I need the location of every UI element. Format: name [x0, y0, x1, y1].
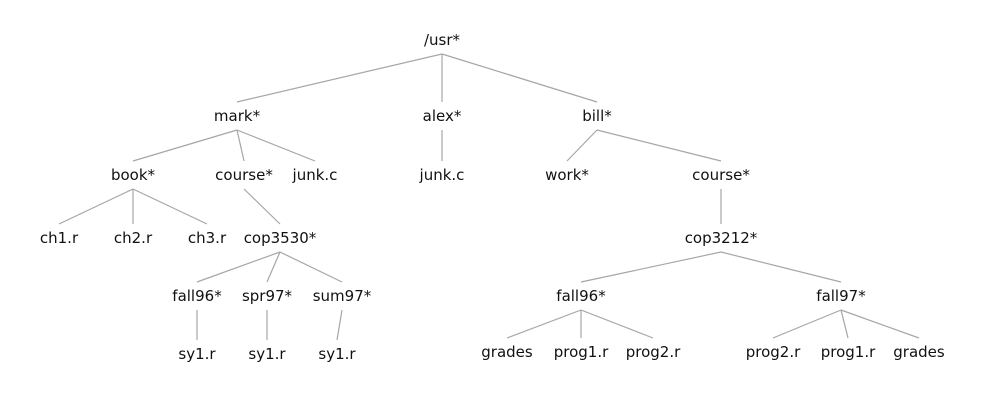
edge-mark-mjunk [236, 129, 316, 162]
tree-node-bill: bill* [582, 107, 612, 125]
tree-node-prog2a: prog2.r [626, 343, 681, 361]
tree-node-sy1a: sy1.r [178, 345, 216, 363]
edge-fall97-prog1b [840, 309, 849, 339]
edge-fall97-grades2 [840, 309, 920, 339]
tree-node-fall97: fall97* [816, 287, 866, 305]
edges-layer [58, 53, 920, 341]
edge-mcourse-cop3530 [243, 188, 281, 225]
tree-node-cop3212: cop3212* [685, 229, 758, 247]
edge-fall97-prog2b [772, 309, 842, 339]
tree-node-work: work* [545, 166, 589, 184]
edge-cop3530-sum97 [279, 251, 343, 283]
edge-book-ch1 [58, 188, 134, 225]
tree-node-grades1: grades [481, 343, 533, 361]
tree-node-spr97: spr97* [242, 287, 293, 305]
tree-node-sum97: sum97* [313, 287, 372, 305]
tree-node-prog2b: prog2.r [746, 343, 801, 361]
tree-node-ch1: ch1.r [40, 229, 79, 247]
nodes-layer: /usr* mark* alex* bill* book* course* junk.c ju… [40, 31, 945, 363]
tree-node-usr: /usr* [424, 31, 461, 49]
edge-cop3212-fall96b [580, 251, 722, 283]
edge-mark-mcourse [236, 129, 245, 162]
tree-node-sy1b: sy1.r [248, 345, 286, 363]
edge-sum97-sy1c [336, 309, 343, 341]
tree-node-ch2: ch2.r [114, 229, 153, 247]
edge-cop3530-spr97 [266, 251, 281, 283]
edge-bill-work [566, 129, 598, 162]
tree-node-mark: mark* [214, 107, 261, 125]
edge-fall96b-grades1 [506, 309, 582, 339]
tree-node-book: book* [111, 166, 156, 184]
edge-mark-book [132, 129, 238, 162]
edge-cop3530-fall96a [196, 251, 281, 283]
tree-node-prog1a: prog1.r [554, 343, 609, 361]
tree-node-cop3530: cop3530* [244, 229, 317, 247]
edge-usr-mark [236, 53, 443, 103]
tree-node-prog1b: prog1.r [821, 343, 876, 361]
tree-node-ch3: ch3.r [188, 229, 227, 247]
edge-cop3212-fall97 [720, 251, 842, 283]
edge-book-ch3 [132, 188, 208, 225]
tree-node-fall96a: fall96* [172, 287, 222, 305]
tree-node-grades2: grades [893, 343, 945, 361]
tree-node-mjunk: junk.c [292, 166, 338, 184]
tree-node-sy1c: sy1.r [318, 345, 356, 363]
edge-fall96b-prog2a [580, 309, 654, 339]
tree-node-ajunk: junk.c [419, 166, 465, 184]
tree-node-fall96b: fall96* [556, 287, 606, 305]
edge-usr-bill [441, 53, 598, 103]
edge-bill-bcourse [596, 129, 722, 162]
tree-node-mcourse: course* [215, 166, 273, 184]
tree-node-bcourse: course* [692, 166, 750, 184]
tree-node-alex: alex* [423, 107, 462, 125]
